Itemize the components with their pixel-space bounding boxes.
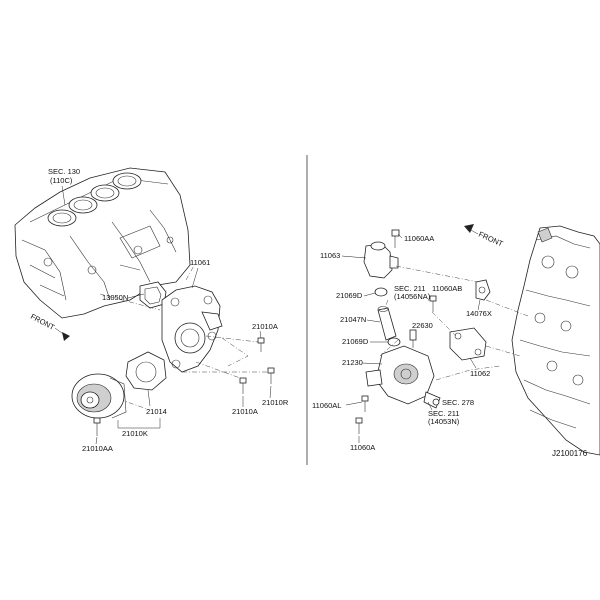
label-11060aa[interactable]: 11060AA xyxy=(404,234,434,243)
assembly-line xyxy=(485,345,521,357)
o-ring-21069d-b xyxy=(387,337,401,347)
assembly-line xyxy=(383,299,389,311)
leader xyxy=(427,401,433,411)
assembly-line xyxy=(395,265,479,283)
leader xyxy=(269,385,272,399)
bolt-11060ab xyxy=(429,295,437,312)
leader xyxy=(469,357,477,369)
leader xyxy=(477,299,481,311)
label-11062[interactable]: 11062 xyxy=(470,369,490,378)
bolt-21010aa xyxy=(93,417,101,436)
assembly-line xyxy=(195,361,241,379)
label-11060ab[interactable]: 11060AB xyxy=(432,284,462,293)
label-21069d[interactable]: 21069D xyxy=(336,291,363,300)
bolt-11060al xyxy=(361,395,369,412)
front-arrow-right-icon xyxy=(464,224,474,233)
label-21010a-b[interactable]: 21010A xyxy=(232,407,258,416)
label-11061[interactable]: 11061 xyxy=(190,258,210,267)
bolt-11060a xyxy=(355,417,363,434)
leader xyxy=(361,362,383,365)
front-arrow-left-icon xyxy=(62,332,70,341)
gasket-21014 xyxy=(125,351,167,391)
diagram-code: J2100176 xyxy=(552,449,588,458)
assembly-line xyxy=(205,335,259,343)
leader xyxy=(127,293,145,299)
cylinder-block xyxy=(14,167,191,319)
label-14076x[interactable]: 14076X xyxy=(466,309,492,318)
leader xyxy=(95,436,98,445)
label-sec211-b-line2: (14053N) xyxy=(428,417,460,426)
label-sec211-b-line1[interactable]: SEC. 211 xyxy=(428,409,460,418)
sec-ref-leader xyxy=(61,185,66,206)
water-outlet-11063 xyxy=(363,241,399,279)
engine-assembly xyxy=(511,225,600,456)
assembly-line xyxy=(485,299,529,317)
assembly-line xyxy=(221,337,249,367)
label-21230[interactable]: 21230 xyxy=(342,358,363,367)
label-11063[interactable]: 11063 xyxy=(320,251,340,260)
label-22630[interactable]: 22630 xyxy=(412,321,433,330)
fitting-sec278 xyxy=(432,398,440,406)
o-ring-21069d xyxy=(374,287,388,297)
bolt-21010r xyxy=(267,367,275,384)
label-sec278[interactable]: SEC. 278 xyxy=(442,398,474,407)
label-21010k[interactable]: 21010K xyxy=(122,429,148,438)
leader xyxy=(341,255,367,259)
sec-ref-line1[interactable]: SEC. 130 xyxy=(48,167,80,176)
front-label-left: FRONT xyxy=(29,312,56,332)
leader xyxy=(259,330,262,339)
label-21010aa[interactable]: 21010AA xyxy=(82,444,113,453)
leader xyxy=(363,292,376,297)
label-11060a[interactable]: 11060A xyxy=(350,443,375,452)
label-sec211-a-line2: (14056NA) xyxy=(394,292,431,301)
label-21047n[interactable]: 21047N xyxy=(340,315,366,324)
assembly-line xyxy=(379,339,399,357)
bracket-leader xyxy=(117,418,161,429)
pipe-21047n xyxy=(377,306,397,341)
bolt-21010a xyxy=(257,337,265,352)
front-arrow-right-shaft xyxy=(468,228,479,235)
label-21010a[interactable]: 21010A xyxy=(252,322,278,331)
leader xyxy=(366,319,381,323)
leader xyxy=(397,233,403,239)
label-13050n[interactable]: 13050N xyxy=(102,293,128,302)
thermostat-housing-21230 xyxy=(365,345,441,409)
label-21010r[interactable]: 21010R xyxy=(262,398,289,407)
sensor-22630 xyxy=(409,329,417,348)
bolt-11060aa xyxy=(391,229,400,248)
water-pump-housing-11061 xyxy=(161,285,223,373)
label-21069d-b[interactable]: 21069D xyxy=(342,337,369,346)
assembly-line xyxy=(99,293,161,311)
bolt-21010a-b xyxy=(239,377,247,394)
sec-ref-line2: (110C) xyxy=(50,176,73,185)
front-label-right: FRONT xyxy=(477,230,505,249)
bracket-14076x xyxy=(475,279,491,301)
leader xyxy=(345,401,363,406)
gasket-11062 xyxy=(449,327,487,361)
front-arrow-left-shaft xyxy=(54,327,67,337)
label-11060al[interactable]: 11060AL xyxy=(312,401,341,410)
water-pump-21010k xyxy=(71,373,127,419)
label-21014[interactable]: 21014 xyxy=(146,407,167,416)
assembly-line xyxy=(185,261,197,281)
assembly-line xyxy=(435,365,501,381)
leader xyxy=(147,389,151,407)
gasket-13050n xyxy=(139,281,167,309)
label-sec211-a-line1[interactable]: SEC. 211 xyxy=(394,284,426,293)
leader xyxy=(191,267,199,289)
